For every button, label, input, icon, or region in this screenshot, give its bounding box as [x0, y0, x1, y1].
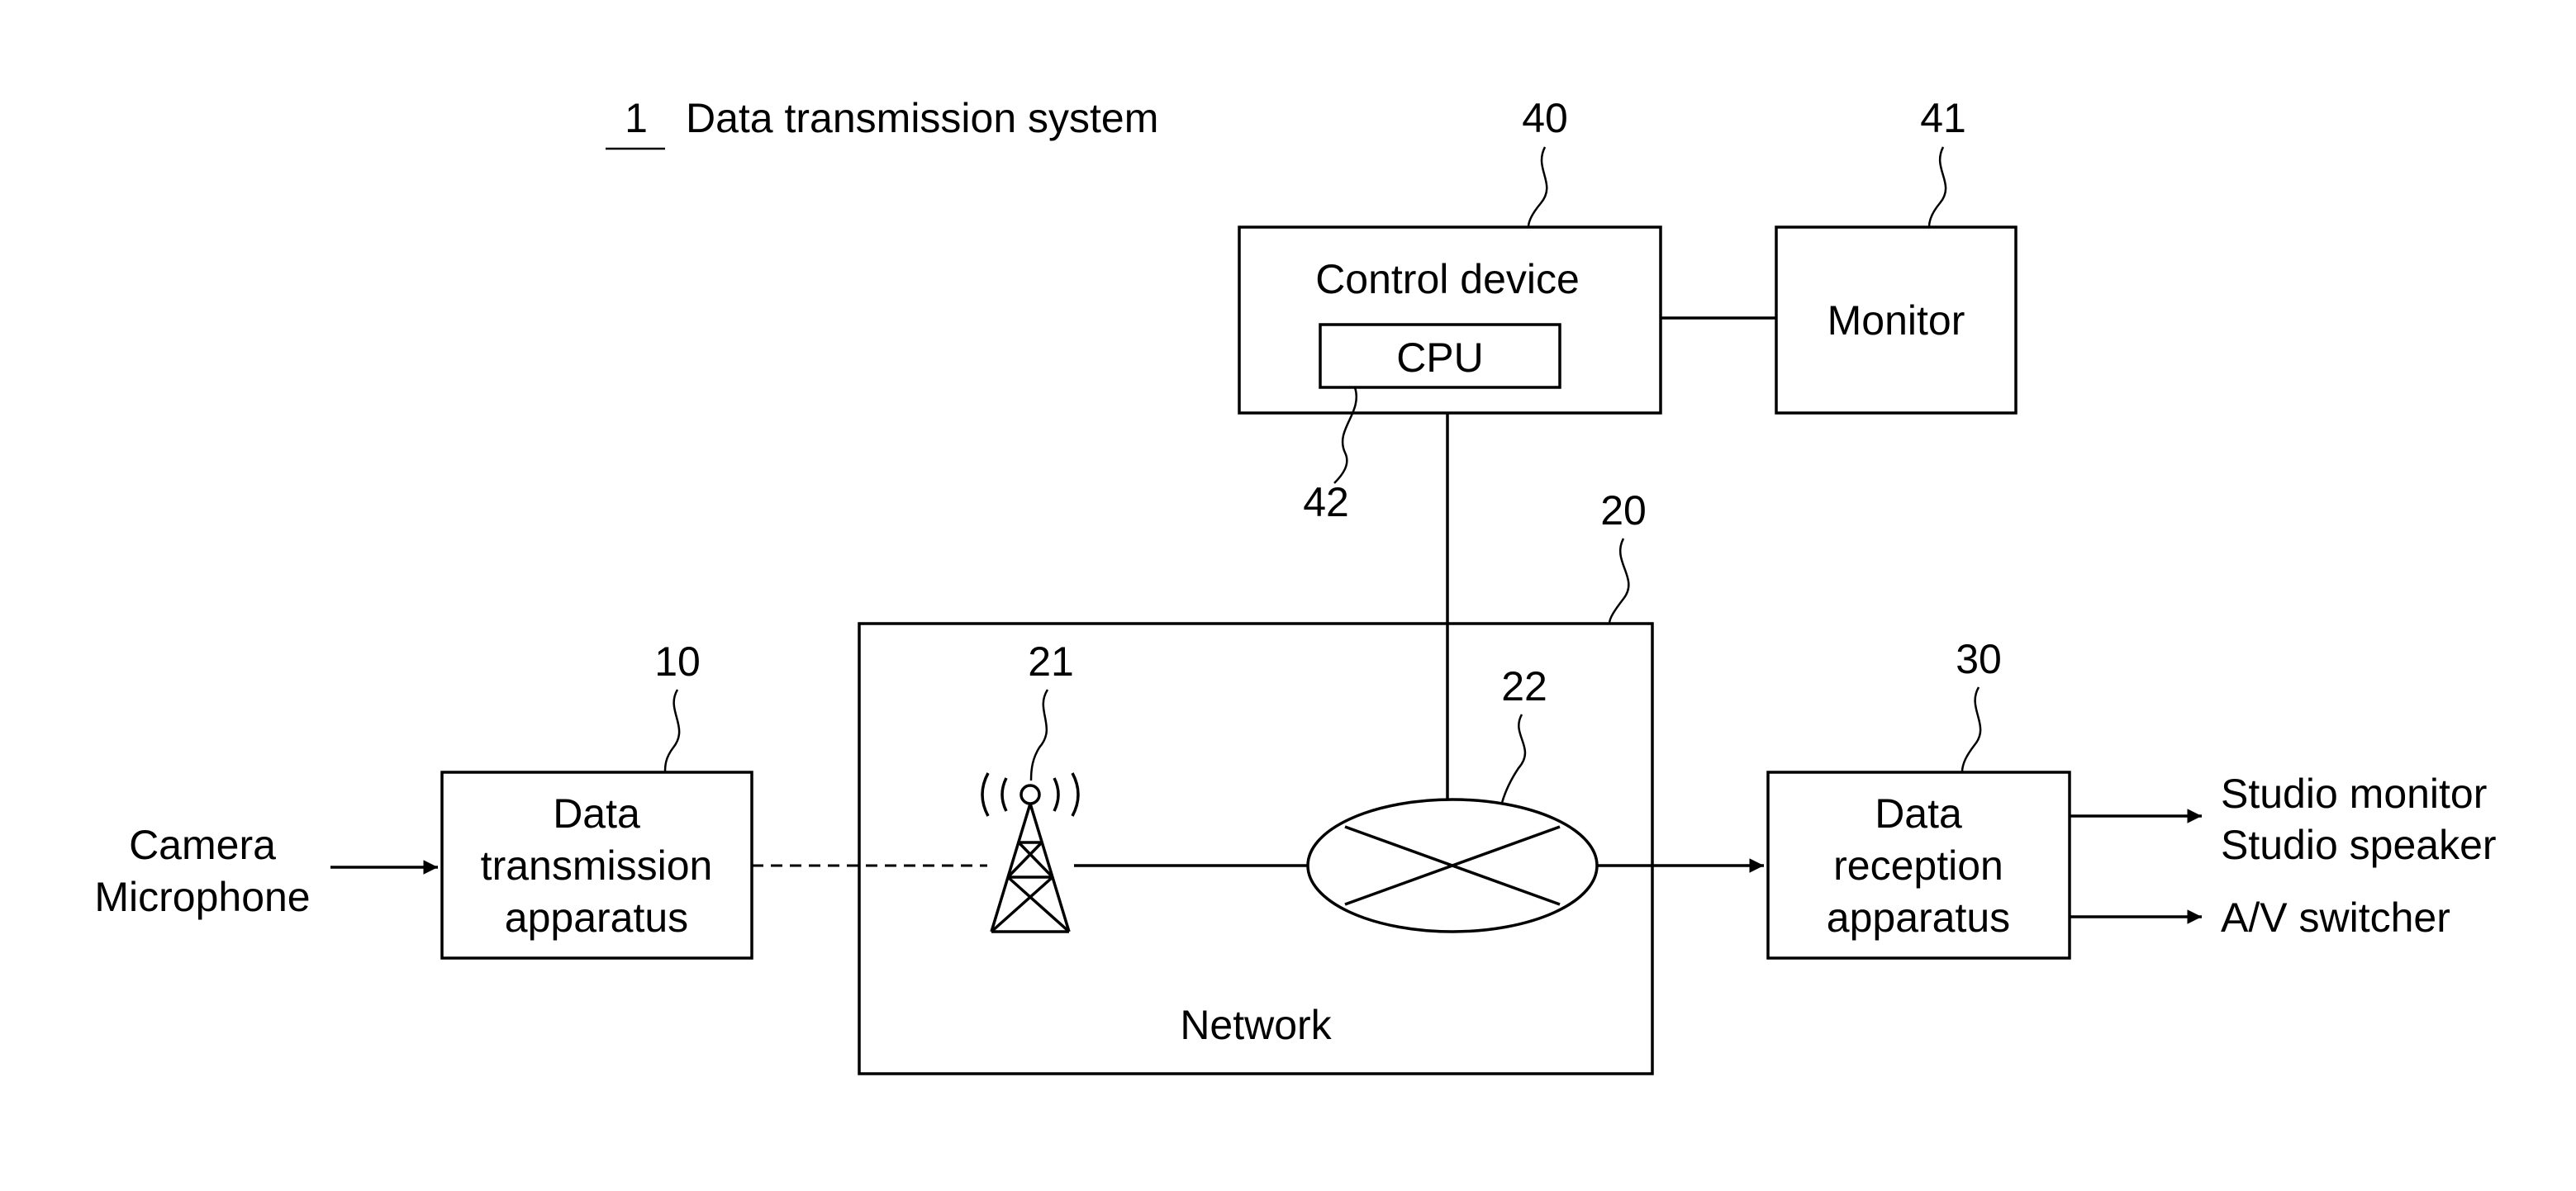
control-device-ref-leader [1528, 147, 1547, 227]
transmitter-label-line3: apparatus [505, 894, 688, 941]
tower-ref: 21 [1028, 638, 1074, 685]
cpu-label: CPU [1396, 335, 1484, 381]
network-ref-leader [1609, 539, 1628, 624]
transmitter-block: Data transmission apparatus 10 [442, 638, 752, 958]
network-ref: 20 [1600, 487, 1647, 534]
monitor-ref: 41 [1920, 95, 1966, 141]
control-device-ref: 40 [1522, 95, 1568, 141]
network-label: Network [1180, 1002, 1332, 1048]
control-device-box [1239, 227, 1661, 413]
router-icon [1308, 800, 1597, 932]
cpu-ref-leader [1334, 387, 1357, 483]
receiver-label-line1: Data [1875, 790, 1962, 837]
cpu-ref: 42 [1303, 479, 1349, 525]
output-studio-speaker-label: Studio speaker [2221, 822, 2497, 868]
system-title-text: Data transmission system [686, 95, 1158, 141]
system-ref: 1 [625, 95, 648, 141]
monitor-label: Monitor [1827, 297, 1965, 344]
router-ref: 22 [1501, 663, 1547, 709]
receiver-label-line2: reception [1833, 842, 2003, 889]
output-studio-monitor-label: Studio monitor [2221, 771, 2487, 817]
network-block: Network 20 [859, 487, 1652, 1074]
monitor-ref-leader [1929, 147, 1946, 227]
output-labels: Studio monitor Studio speaker A/V switch… [2221, 771, 2497, 941]
input-microphone-label: Microphone [94, 874, 310, 920]
input-labels: Camera Microphone [94, 822, 310, 920]
control-device-block: Control device CPU 40 42 [1239, 95, 1661, 525]
antenna-tower-icon [982, 773, 1078, 932]
monitor-block: Monitor 41 [1776, 95, 2016, 413]
system-title: 1 Data transmission system [606, 95, 1158, 149]
tower-ref-leader [1031, 690, 1048, 781]
receiver-ref: 30 [1956, 636, 2002, 682]
control-device-label: Control device [1315, 256, 1580, 302]
transmitter-ref-leader [665, 690, 679, 772]
output-av-switcher-label: A/V switcher [2221, 894, 2450, 941]
transmitter-label-line2: transmission [481, 842, 713, 889]
receiver-block: Data reception apparatus 30 [1768, 636, 2070, 958]
input-camera-label: Camera [129, 822, 276, 868]
transmitter-ref: 10 [654, 638, 701, 685]
receiver-ref-leader [1962, 687, 1980, 772]
transmitter-label-line1: Data [553, 790, 640, 837]
router-ref-leader [1502, 714, 1525, 803]
receiver-label-line3: apparatus [1827, 894, 2010, 941]
